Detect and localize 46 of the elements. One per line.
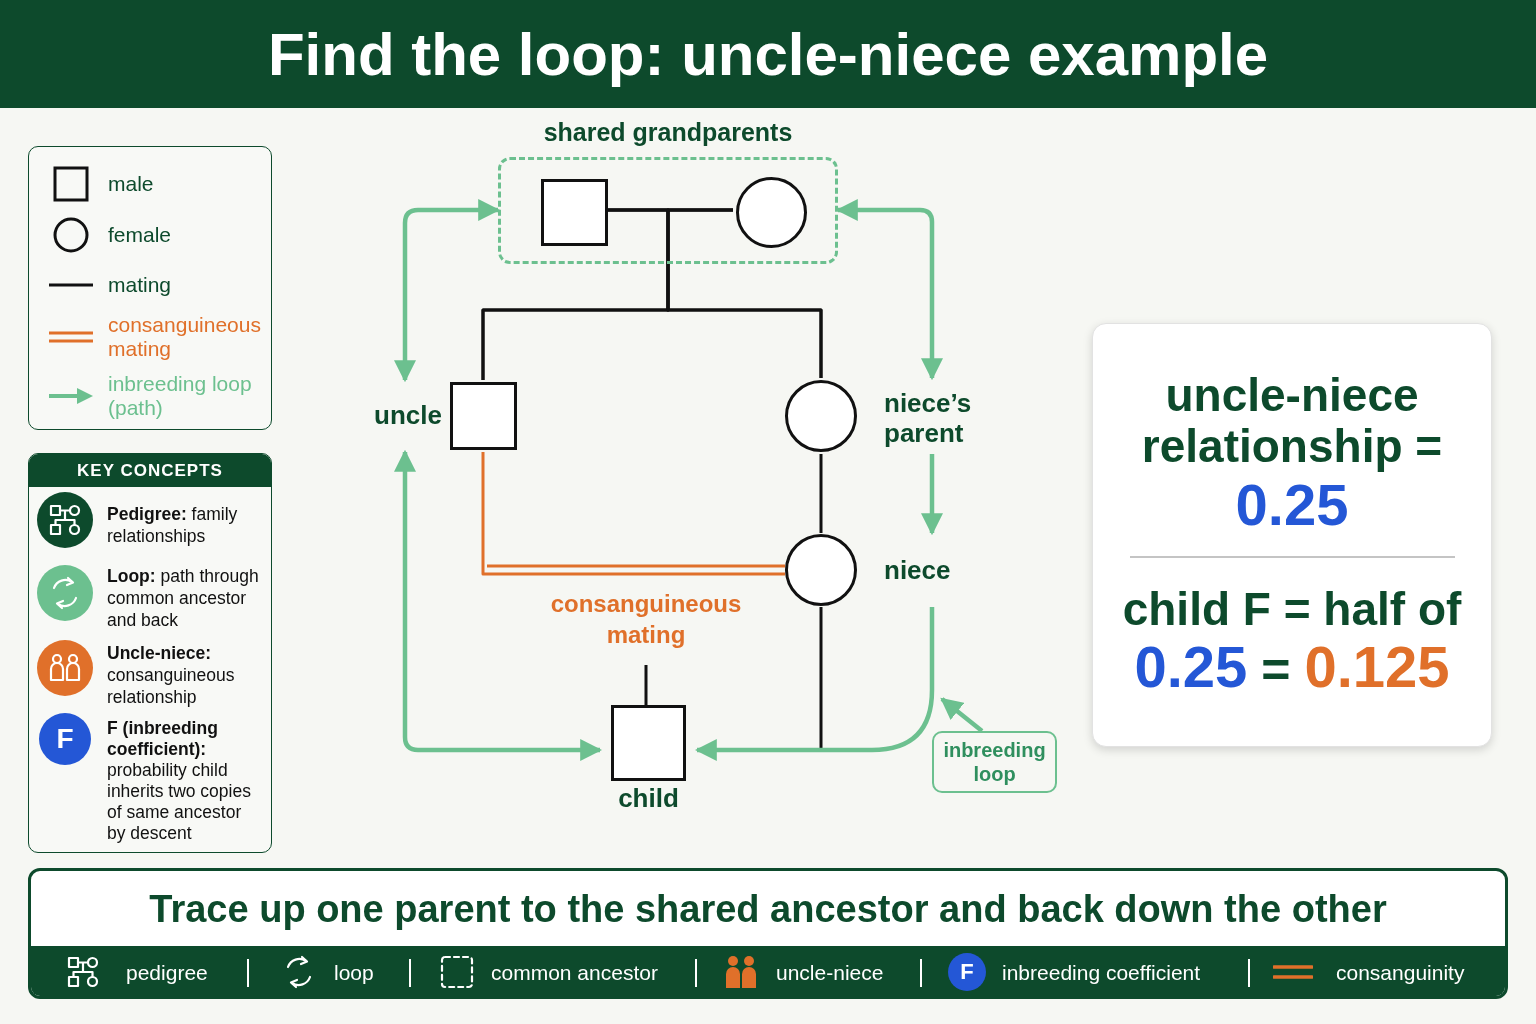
footer-label: pedigree — [126, 960, 208, 986]
legend-label: female — [108, 223, 173, 247]
legend-label: mating — [108, 273, 173, 297]
consanguineous-double-line — [481, 450, 787, 576]
equals-sign: = — [1261, 642, 1291, 699]
result-card — [1092, 323, 1492, 747]
coefficient-badge: F — [948, 953, 986, 991]
person-label: uncle — [373, 400, 442, 430]
concept-text: Pedigree: family relationships — [107, 503, 239, 547]
summary-text: Trace up one parent to the shared ancestor and back down the other — [148, 887, 1388, 932]
person-label: child — [617, 783, 680, 813]
descent-line — [666, 208, 823, 378]
callout-box: inbreeding loop — [932, 731, 1057, 793]
result-value: 0.125 — [1304, 635, 1450, 701]
loop-arrow — [694, 607, 935, 761]
loop-arrow — [394, 199, 501, 383]
formula-text: child F = half of — [1122, 583, 1462, 636]
footer-label: uncle-niece — [776, 960, 884, 986]
footer-label: inbreeding coefficient — [1002, 960, 1201, 986]
legend-label: male — [108, 172, 155, 196]
relationship-text: uncle-niece relationship = — [1140, 369, 1444, 473]
footer-label: loop — [334, 960, 374, 986]
person-label: niece — [884, 555, 952, 585]
descent-line — [819, 454, 823, 533]
panel-header: KEY CONCEPTS — [29, 454, 271, 487]
square-symbol — [541, 179, 608, 246]
descent-line — [644, 665, 648, 705]
loop-arrow — [921, 454, 943, 536]
title: Find the loop: uncle-niece example — [267, 19, 1269, 89]
edge-label: consanguineous mating — [549, 589, 743, 650]
person-label: niece’s parent — [884, 388, 973, 448]
footer-label: consanguinity — [1336, 960, 1465, 986]
loop-arrow — [835, 199, 943, 381]
footer-label: common ancestor — [491, 960, 658, 986]
value-text: 0.25 — [1235, 472, 1349, 538]
concept-text: F (inbreeding coefficient): probability child inherits two copies of same ancestor by descent — [107, 718, 252, 844]
concept-text: Uncle-niece: consanguineous relationship — [107, 642, 236, 708]
legend-label: inbreeding loop (path) — [108, 372, 253, 420]
descent-line — [819, 607, 823, 750]
legend-label: consanguineous mating — [108, 313, 262, 361]
coefficient-badge: F — [39, 713, 91, 765]
loop-arrow — [394, 449, 603, 761]
concept-text: Loop: path through common ancestor and back — [107, 565, 260, 631]
group-title: shared grandparents — [543, 118, 793, 146]
value-text: 0.25 — [1134, 635, 1248, 701]
leader-arrow — [940, 697, 984, 733]
